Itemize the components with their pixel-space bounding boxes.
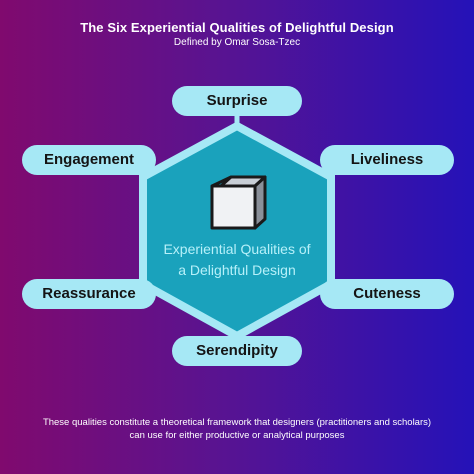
quality-liveliness: Liveliness — [320, 145, 454, 175]
quality-cuteness: Cuteness — [320, 279, 454, 309]
center-label-line-2: a Delightful Design — [178, 262, 296, 278]
footer-line-2: can use for either productive or analyti… — [129, 430, 345, 441]
footer-note: These qualities constitute a theoretical… — [20, 416, 454, 442]
footer-line-1: These qualities constitute a theoretical… — [42, 417, 432, 428]
center-label: Experiential Qualities of a Delightful D… — [147, 239, 327, 281]
diagram-title: The Six Experiential Qualities of Deligh… — [80, 20, 394, 35]
center-label-line-1: Experiential Qualities of — [163, 241, 311, 257]
quality-engagement: Engagement — [22, 145, 156, 175]
quality-surprise: Surprise — [172, 86, 302, 116]
cube-icon — [210, 175, 267, 230]
diagram-subtitle: Defined by Omar Sosa-Tzec — [173, 37, 301, 48]
quality-serendipity: Serendipity — [172, 336, 302, 366]
quality-reassurance: Reassurance — [22, 279, 156, 309]
center-hexagon — [139, 121, 335, 341]
